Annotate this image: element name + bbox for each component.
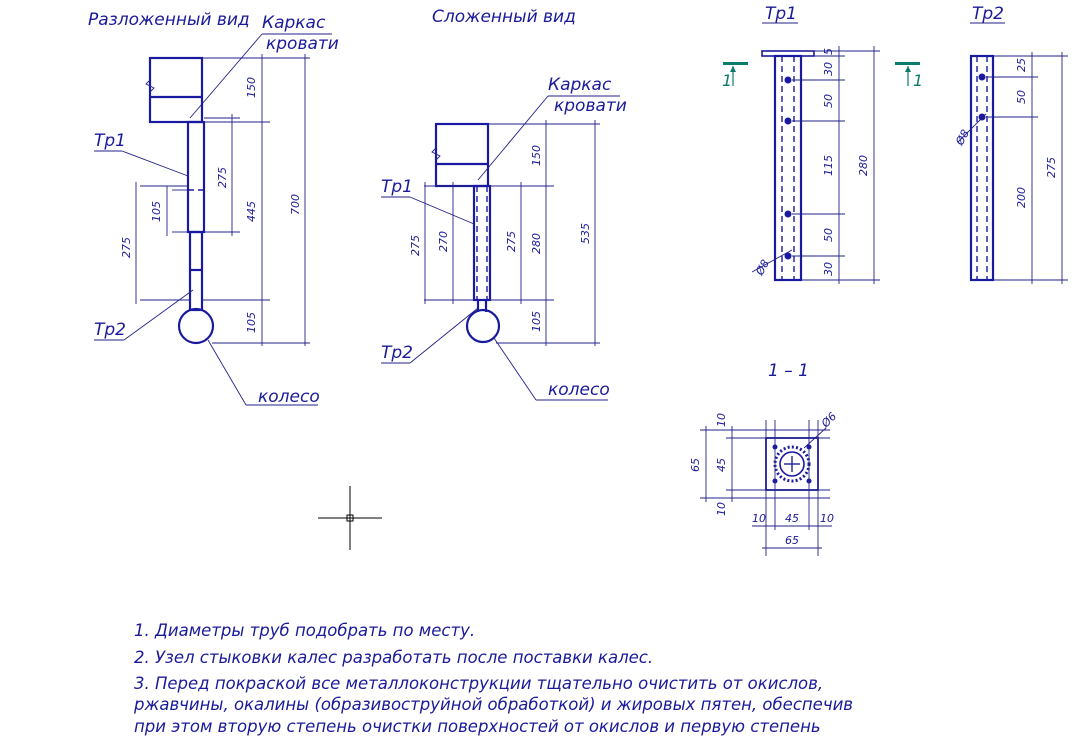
section-dim-dia: Ø6 [818,410,839,431]
exploded-wheel-label: колесо [258,387,320,407]
assembled-frame-label-1: Каркас [548,75,612,95]
tr1-hole-1 [784,76,792,84]
assembled-frame-label-2: кровати [554,96,627,116]
tr1-dim-30a: 30 [822,62,835,76]
tr2-detail-title: Тр2 [972,4,1004,24]
assembled-dim-275b: 275 [505,231,518,252]
crosshair-cursor-icon[interactable] [318,486,382,550]
tr1-tube [773,54,803,282]
notes: 1. Диаметры труб подобрать по месту. 2. … [133,621,853,736]
exploded-tr1-label: Тр1 [94,131,126,151]
tr1-hole-4 [784,252,792,260]
tr1-section-mark-label: 1 [722,71,732,90]
note-line-2: 2. Узел стыковки калес разработать после… [134,648,653,667]
section-dim-w65: 65 [785,534,799,547]
assembled-wheel [465,308,501,344]
exploded-dim-150: 150 [245,77,258,98]
section-dim-h45: 45 [715,458,728,472]
assembled-dim-535: 535 [579,223,592,244]
note-line-5: при этом вторую степень очистки поверхно… [134,717,821,736]
tr2-dim-200: 200 [1015,187,1028,208]
note-line-3: 3. Перед покраской все металлоконструкци… [134,674,823,693]
section-dim-w45: 45 [785,512,799,525]
exploded-dim-105b: 105 [150,201,163,222]
exploded-dim-700: 700 [289,194,302,215]
section-1-1: 1 – 1 10 45 65 10 10 45 1 [689,361,839,556]
exploded-tube-tr1 [186,120,206,234]
assembled-dim-280: 280 [530,233,543,254]
tr1-dim-50b: 50 [822,228,835,242]
tr1-dim-50a: 50 [822,94,835,108]
section-dim-h65: 65 [689,458,702,472]
tr1-hole-3 [784,210,792,218]
tr2-tube [969,54,995,282]
exploded-dim-105a: 105 [245,312,258,333]
section-dim-w10a: 10 [752,512,766,525]
note-line-4: ржавчины, окалины (образивоструйной обра… [133,695,853,714]
assembled-view: Сложенный вид Каркас кровати Тр1 Тр2 кол… [381,7,627,401]
assembled-view-title: Сложенный вид [432,7,576,27]
section-dim-h10a: 10 [715,413,728,427]
section-dim-w10b: 10 [820,512,834,525]
exploded-view-title: Разложенный вид [88,10,250,30]
section-dim-h10b: 10 [715,502,728,516]
tr1-detail-title: Тр1 [765,4,797,24]
exploded-dim-275b: 275 [120,237,133,258]
assembled-tube-tr1 [472,184,492,302]
exploded-wheel [177,307,215,345]
exploded-dim-275a: 275 [216,167,229,188]
tr1-hole-2 [784,117,792,125]
tr2-section-mark-label: 1 [913,71,923,90]
exploded-view: Разложенный вид Каркас кровати Тр1 Тр2 к… [88,10,339,407]
assembled-dim-275a: 275 [409,235,422,256]
assembled-dim-270: 270 [437,231,450,252]
tr1-dim-dia: Ø8 [753,257,772,278]
assembled-tr1-label: Тр1 [381,177,413,197]
exploded-dim-445: 445 [245,201,258,222]
assembled-wheel-label: колесо [548,380,610,400]
note-line-1: 1. Диаметры труб подобрать по месту. [134,621,475,640]
tr1-section-marker [723,62,748,86]
exploded-tr2-label: Тр2 [94,320,126,340]
assembled-dim-150: 150 [530,145,543,166]
exploded-bed-frame [148,56,204,124]
exploded-frame-label-2: кровати [266,34,339,54]
tr1-dim-115: 115 [822,155,835,176]
assembled-dim-105: 105 [530,311,543,332]
tr2-dim-50: 50 [1015,90,1028,104]
section-tube [779,451,805,477]
tr2-hole-1 [978,73,986,81]
tr1-dim-280: 280 [857,155,870,176]
tr2-hole-2 [978,113,986,121]
tr2-dim-25: 25 [1015,58,1028,72]
tr2-dim-275: 275 [1045,157,1058,178]
tr1-detail: Тр1 1 5 30 [722,4,880,284]
tr1-dim-5: 5 [822,48,835,55]
exploded-frame-label-1: Каркас [262,13,326,33]
tr2-detail: Тр2 1 25 50 200 275 Ø8 [895,4,1068,284]
tr1-dim-30b: 30 [822,262,835,276]
section-title: 1 – 1 [768,361,809,381]
tr2-section-marker [895,62,920,86]
assembled-tr2-label: Тр2 [381,343,413,363]
